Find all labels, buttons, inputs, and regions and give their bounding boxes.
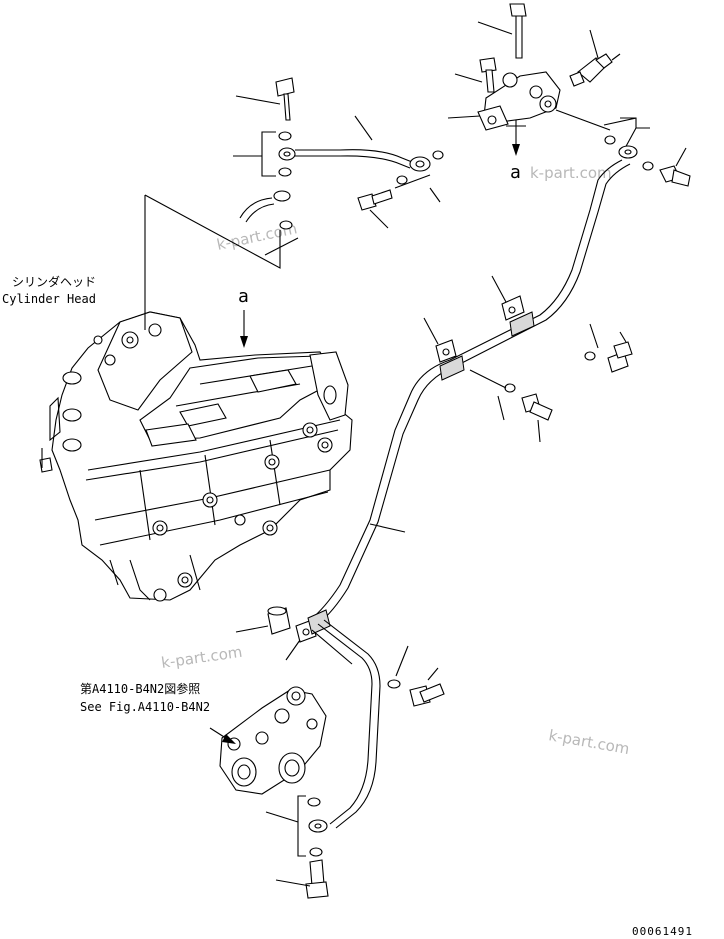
cylinder-head-label-en: Cylinder Head bbox=[2, 292, 96, 306]
pipe-clamp-upper bbox=[491, 275, 633, 373]
valve-body-top bbox=[447, 3, 621, 156]
watermark-4: k-part.com bbox=[547, 726, 631, 758]
leader-lines-head bbox=[41, 194, 299, 468]
banjo-fitting-upper-left bbox=[233, 77, 444, 229]
cylinder-head bbox=[39, 190, 353, 602]
right-union-top bbox=[603, 117, 691, 187]
banjo-fitting-bottom bbox=[265, 795, 329, 899]
pipe-clamp-middle bbox=[423, 317, 553, 443]
watermark-3: k-part.com bbox=[160, 643, 243, 672]
view-mark-a-top: a bbox=[510, 162, 521, 183]
main-pipe bbox=[309, 159, 631, 625]
reference-label-jp: 第A4110-B4N2図参照 bbox=[80, 681, 200, 696]
lower-pipe-assembly bbox=[235, 606, 445, 829]
view-mark-a-head: a bbox=[238, 286, 249, 307]
reference-label-en: See Fig.A4110-B4N2 bbox=[80, 700, 210, 714]
drawing-number: 00061491 bbox=[632, 925, 693, 938]
watermark-1: k-part.com bbox=[530, 164, 612, 182]
cylinder-head-label-jp: シリンダヘッド bbox=[12, 274, 96, 289]
valve-body-bottom bbox=[209, 686, 327, 795]
